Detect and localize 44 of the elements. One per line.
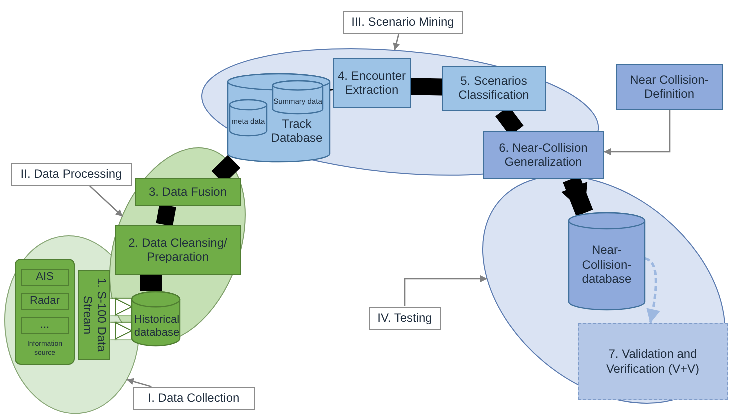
leader-arrow: [404, 276, 488, 306]
phase-title: IV. Testing: [378, 311, 432, 326]
node-label: 6. Near-Collision Generalization: [498, 140, 589, 170]
phase-label-box: [11, 163, 132, 186]
database-label: Near- Collision- database: [581, 243, 633, 287]
process-box: [78, 270, 110, 360]
phase-label-box: [133, 387, 255, 410]
phase-label-box: [369, 307, 441, 330]
phase-title: II. Data Processing: [20, 167, 122, 182]
leader-arrow: [604, 110, 671, 156]
flow-band: [411, 78, 442, 96]
process-box: [114, 224, 241, 275]
dashed-arrow: [644, 258, 660, 324]
node-label: 1. S-100 Data Stream: [80, 276, 108, 354]
flow-arrow: [110, 298, 132, 316]
phase-title: I. Data Collection: [148, 391, 240, 406]
leader-arrow: [90, 186, 124, 218]
flow-band: [140, 275, 162, 292]
process-box: [616, 64, 723, 110]
database-label: Track Database: [270, 116, 324, 146]
process-box: [332, 58, 411, 108]
process-box: [134, 178, 241, 206]
information-source-panel: [14, 258, 75, 365]
node-label: 7. Validation and Verification (V+V): [605, 347, 701, 376]
node-label: 2. Data Cleansing/ Preparation: [128, 236, 228, 264]
process-box: [482, 130, 604, 179]
source-item-box: [20, 268, 69, 286]
node-label: 3. Data Fusion: [148, 184, 227, 200]
flow-band: [156, 204, 176, 226]
source-item-box: [20, 292, 69, 310]
flow-arrow: [110, 322, 132, 340]
node-label: Near Collision-Definition: [629, 72, 710, 102]
phase-title: III. Scenario Mining: [352, 15, 454, 30]
process-box: [442, 66, 546, 111]
leader-arrow: [126, 378, 152, 388]
node-label: AIS: [36, 270, 54, 284]
node-label: ...: [40, 318, 50, 332]
node-label: Radar: [30, 294, 60, 308]
source-item-box: [20, 316, 69, 334]
phase-label-box: [343, 11, 463, 34]
node-label: 4. Encounter Extraction: [336, 68, 407, 98]
database-label: Historical database: [133, 314, 181, 340]
node-label: 5. Scenarios Classification: [458, 74, 530, 103]
leader-arrow: [393, 34, 400, 51]
